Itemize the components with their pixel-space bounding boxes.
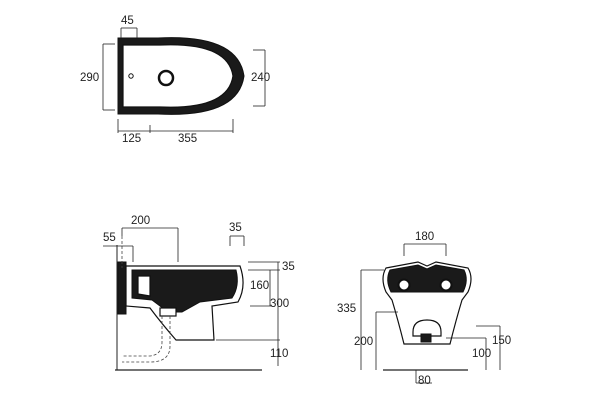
dim-total-height: 300 [270,298,289,310]
top-view-drain-icon [157,69,175,87]
dim-wall-gap: 55 [103,232,116,244]
drain-pipe-dashed-outer [122,316,171,363]
dim-drain-height: 150 [492,335,511,347]
front-drain-opening [412,319,442,337]
side-view-drain-icon [159,307,177,317]
dim-floor-gap: 110 [270,348,288,360]
dim-connection-length: 200 [131,215,150,227]
dim-drain-offset: 100 [472,348,491,360]
dim-inner-depth: 240 [251,72,270,84]
right-bolt-hole-icon [439,278,453,292]
wall-mounting-plate [117,261,127,315]
front-drain-icon [420,333,432,343]
dim-rim-thickness: 35 [229,222,242,234]
side-view: 200 55 35 35 160 300 110 [103,215,295,371]
left-bolt-hole-icon [397,278,411,292]
dim-outlet-height: 200 [354,336,373,348]
dim-rim-top: 35 [282,261,295,273]
drain-pipe-dashed [122,316,163,357]
front-view: 180 335 200 150 100 80 [337,231,511,387]
dim-front-total-height: 335 [337,303,356,315]
dim-bowl-height: 160 [250,280,269,292]
dim-wall-offset: 125 [122,133,141,145]
top-view: 45 290 240 125 355 [80,15,270,145]
dim-drain-width: 80 [418,375,431,387]
dim-bolt-spacing: 180 [415,231,434,243]
dim-hole-offset: 45 [121,15,134,27]
dim-outer-depth: 290 [80,72,99,84]
dim-bowl-length: 355 [178,133,197,145]
side-view-wall-niche [137,275,151,297]
top-view-tap-hole-icon [128,73,134,79]
top-view-bowl [122,44,234,108]
